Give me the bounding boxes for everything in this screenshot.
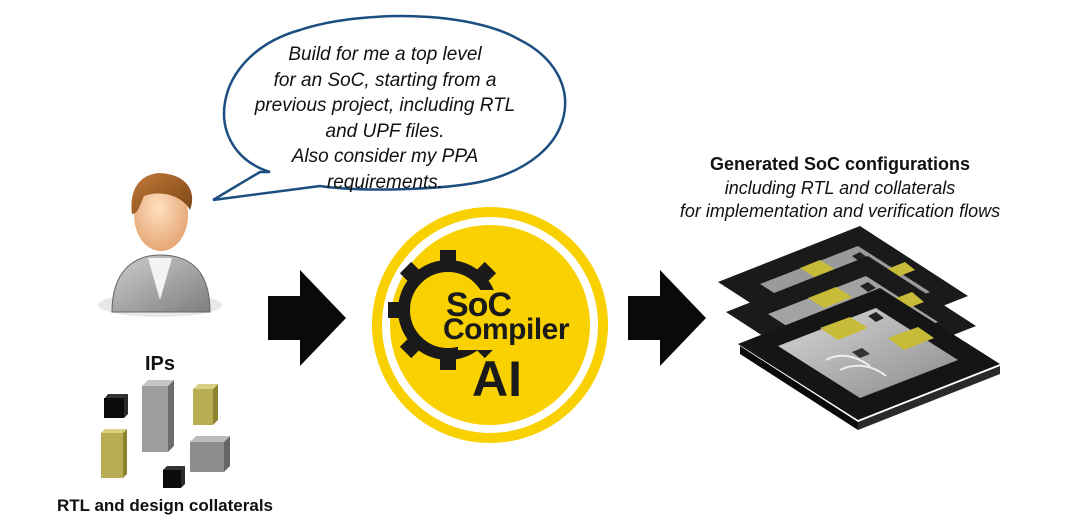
ips-label: IPs — [144, 353, 176, 375]
logo-text-soc: SoC — [446, 286, 512, 324]
speech-line: Also consider my PPA — [291, 146, 479, 167]
speech-bubble-text: Build for me a top level for an SoC, sta… — [215, 42, 555, 195]
chip-stack-icon — [718, 226, 1000, 430]
speech-line: previous project, including RTL — [254, 95, 516, 116]
ip-blocks-icon — [101, 380, 230, 488]
user-avatar-icon — [98, 173, 222, 317]
speech-line: Build for me a top level — [288, 44, 482, 65]
logo-text-ai: AI — [472, 351, 522, 407]
gear-icon — [388, 250, 518, 370]
soc-compiler-ai-logo — [372, 207, 608, 443]
speech-bubble — [212, 14, 567, 202]
arrow-right-icon — [268, 270, 346, 366]
speech-line: requirements. — [326, 171, 444, 193]
rtl-label: RTL and design collaterals — [56, 496, 274, 515]
output-title: Generated SoC configurations — [709, 154, 971, 174]
output-subtitle: including RTL and collaterals for implem… — [620, 177, 1060, 223]
speech-line: for an SoC, starting from a — [273, 69, 497, 91]
arrow-right-icon — [628, 270, 706, 366]
output-subtitle-line: including RTL and collaterals — [724, 178, 956, 198]
speech-line: and UPF files. — [325, 120, 445, 142]
logo-text-compiler: Compiler — [443, 313, 570, 346]
output-subtitle-line: for implementation and verification flow… — [679, 201, 1001, 221]
